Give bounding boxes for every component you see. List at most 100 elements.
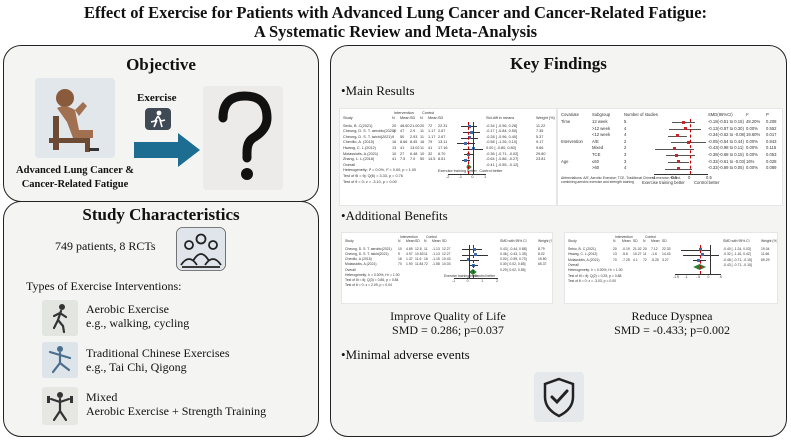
row-cell-ci: -0.34 [ -0.96, 0.28] [486, 123, 518, 128]
overall-diamond [468, 268, 477, 275]
intervention-mixed-name: Mixed [86, 390, 118, 404]
column-header: N [613, 239, 616, 244]
exercise-label: Exercise [137, 92, 177, 104]
column-header: SD [442, 239, 447, 244]
row-cell-study: Chevillo, A.(2015) [345, 257, 372, 262]
tick-label: 0 [466, 279, 469, 283]
row-cell-m2: -1.13 [432, 252, 440, 256]
intervention-aerobic-detail: e.g., walking, cycling [86, 316, 190, 330]
column-header: SD [410, 115, 416, 120]
row-cell-sd2: 13.11 [438, 140, 448, 145]
row-cell-n1: 20 [613, 246, 617, 251]
row-cell-m2: 1.17 [428, 129, 436, 134]
favours-left-label: Exercise training better [438, 169, 477, 174]
patient-label-line-1: Advanced Lung Cancer & [16, 165, 134, 176]
subgroup-header: Covariate [561, 112, 579, 117]
row-cell-sd1: 7.0 [410, 157, 416, 162]
row-cell-n1: 13 [613, 252, 617, 257]
row-cell-study: Hwang, C. L.(2012) [568, 252, 598, 257]
row-cell-p: 0.843 [766, 138, 777, 144]
row-cell-ci: -0.36 [ -0.71, -0.02] [486, 151, 519, 156]
x-axis [448, 174, 486, 175]
arrow-right-icon [134, 132, 200, 173]
row-cell-n: 4 [624, 165, 627, 171]
row-cell-ci: -0.05(-0.54 to 0.44) [708, 138, 744, 144]
point-estimate [473, 253, 477, 257]
row-cell-n: 4 [624, 125, 627, 131]
row-cell-weight: 29.80 [536, 151, 546, 156]
row-cell-sd1: 13.02 [410, 146, 420, 150]
row-cell-weight: 23.81 [536, 157, 546, 162]
row-cell-m2: -1.13 [432, 246, 440, 251]
row-cell-subgroup: Mixed [592, 145, 604, 151]
title-line-2: A Systematic Review and Meta-Analysis [253, 22, 538, 41]
point-estimate [676, 134, 680, 137]
subgroup-header: P [766, 112, 769, 117]
column-header: SMD with 95% CI [723, 239, 750, 244]
row-cell-n1: 16 [392, 140, 397, 145]
subgroup-header: SMD(95%CI) [708, 112, 733, 117]
column-header: Weight (%) [536, 115, 555, 120]
patients-count: 749 patients, 8 RCTs [55, 239, 156, 253]
x-axis [454, 278, 498, 279]
point-estimate [676, 167, 680, 170]
row-cell-subgroup: TCE [592, 152, 601, 157]
row-cell-study: Hwang, C. L.(2012) [343, 146, 376, 150]
row-cell-m2: 32 [428, 151, 433, 156]
row-cell-ci: -0.32(-0.69 to 0.05) [708, 165, 744, 171]
row-cell-study: Molassiotis, A.(2021) [345, 262, 377, 267]
tick-label: -1.5 [673, 274, 679, 279]
row-cell-m2: 7.12 [651, 246, 658, 251]
overall-dashed-line [468, 121, 470, 174]
column-header: Std.diff in means [486, 115, 515, 120]
types-label: Types of Exercise Interventions: [26, 279, 182, 293]
overall-label: Overall [345, 267, 356, 272]
row-cell-n2: 20 [643, 246, 647, 251]
row-cell-m1: -7.25 [622, 257, 630, 262]
row-cell-m1: -5.6 [622, 252, 628, 257]
row-cell-weight: 19.04 [761, 246, 770, 251]
row-cell-weight: 9.66 [536, 146, 544, 150]
patient-label-line-2: Cancer-Related Fatigue [21, 179, 129, 190]
point-estimate [696, 258, 700, 262]
row-cell-i2: 0.00% [746, 165, 758, 171]
row-cell-sd2: 10.03 [442, 262, 451, 267]
row-cell-i2: 0.00% [746, 145, 758, 151]
row-cell-m2: 72 [428, 123, 433, 128]
row-cell-m1: 27 [400, 151, 405, 156]
row-cell-sd2: 12.27 [442, 246, 451, 251]
ci-line [680, 249, 711, 251]
row-cell-ci: -0.34(-0.62 to -0.08) [708, 132, 746, 138]
test-text-1: Test of θi = θj: Q(2) = 0.25, p = 0.88 [568, 273, 622, 278]
zero-line [690, 119, 691, 174]
row-cell-covariate: Time [561, 119, 571, 124]
row-cell-subgroup: ≤60 [592, 158, 599, 164]
row-cell-n1: 70 [398, 262, 402, 267]
ci-line [665, 155, 696, 157]
row-cell-sd1: 2.9 [410, 129, 416, 134]
row-cell-sd2: 22.33 [662, 246, 671, 251]
group-header-intervention: Intervention [394, 111, 414, 115]
row-cell-sd1: 21.00 [410, 123, 420, 128]
row-cell-study: Cheung, D. S. T. taichi(2021) [343, 134, 392, 139]
column-header: Mean [622, 239, 631, 244]
row-cell-weight: 9.17 [536, 140, 544, 145]
thinking-person-icon [35, 78, 115, 158]
column-header: N [643, 239, 646, 244]
intervention-mixed-detail: Aerobic Exercise + Strength Training [86, 404, 267, 418]
point-estimate [686, 140, 690, 144]
walking-icon [42, 300, 78, 336]
row-cell-weight: 65.37 [538, 262, 547, 267]
row-cell-i2: 19.60% [746, 132, 761, 138]
row-cell-m1: -0.19 [622, 246, 630, 251]
group-people-icon [176, 227, 226, 271]
